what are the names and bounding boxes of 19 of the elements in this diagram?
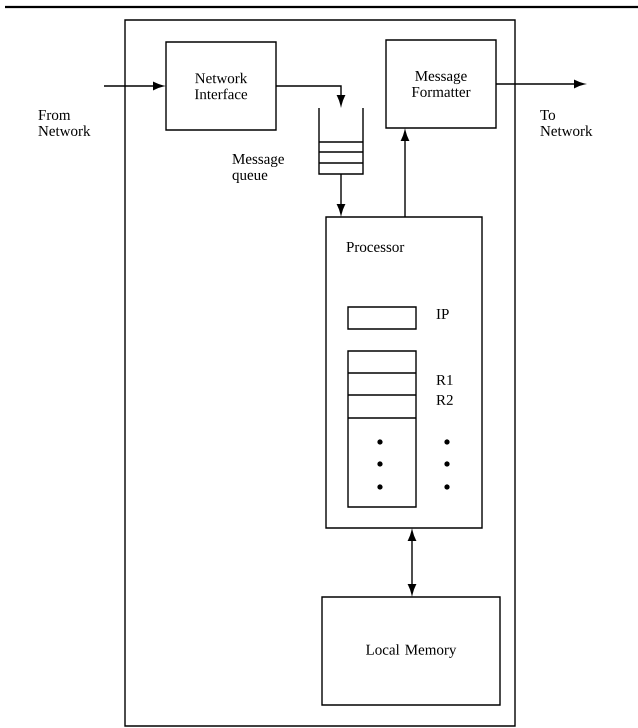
arrow	[336, 174, 346, 215]
outer-frame	[124, 19, 516, 727]
node-caption: R1	[436, 375, 453, 385]
register-box	[347, 306, 417, 330]
arrow	[104, 82, 164, 90]
queue-drawing	[318, 108, 364, 175]
arrow	[400, 130, 410, 217]
arrow	[496, 80, 585, 88]
process-box: Message Formatter	[385, 39, 497, 129]
register-file-drawing	[347, 350, 417, 508]
text-label: From Network	[38, 110, 90, 136]
text-label: To Network	[540, 110, 592, 136]
node-caption: IP	[436, 309, 449, 319]
node-caption: Message queue	[232, 154, 284, 184]
node-caption: R2	[436, 395, 453, 405]
arrow	[408, 530, 416, 595]
arrow	[276, 85, 346, 106]
process-box: Network Interface	[165, 41, 277, 131]
memory-box: Local Memory	[321, 596, 501, 706]
